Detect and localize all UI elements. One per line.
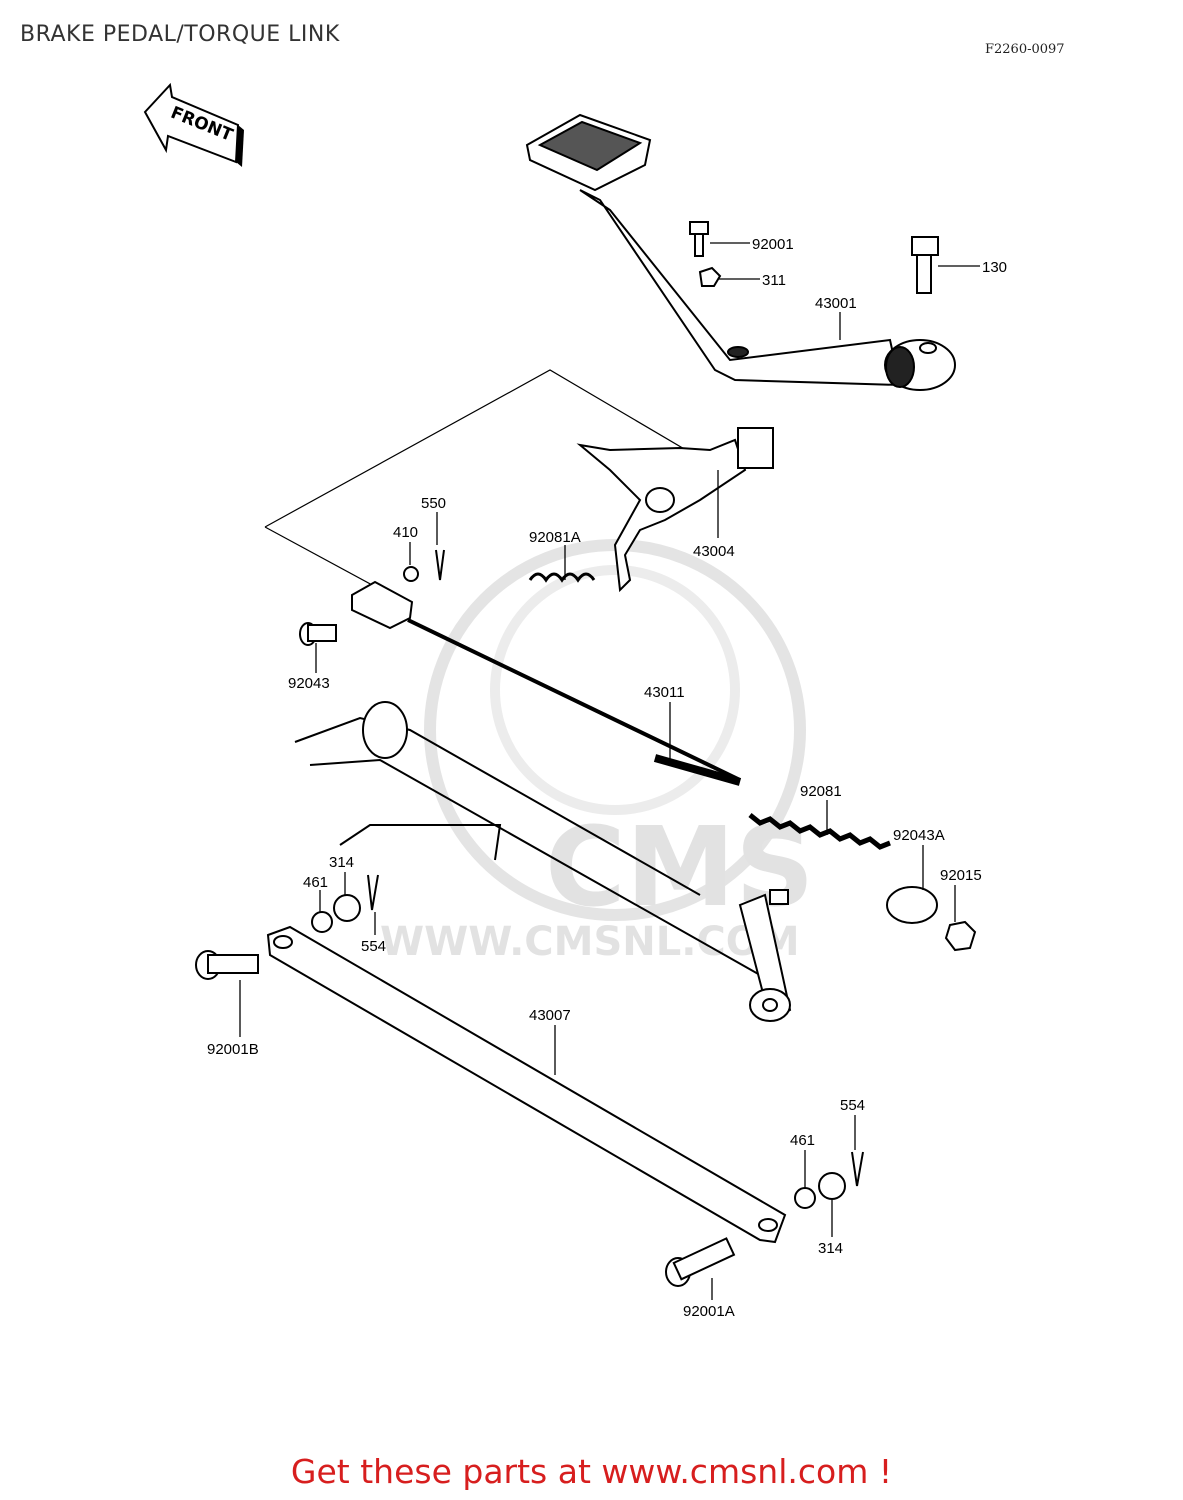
watermark-url: WWW.CMSNL.COM bbox=[380, 919, 800, 965]
nut-314-left bbox=[333, 894, 361, 922]
bolt-92001A bbox=[665, 1237, 736, 1287]
bolt-92001 bbox=[689, 221, 709, 257]
washer-410 bbox=[403, 566, 419, 582]
torque-link bbox=[266, 925, 787, 1244]
part-label: 461 bbox=[303, 874, 328, 891]
part-label: 92043A bbox=[893, 827, 945, 844]
part-label: 550 bbox=[421, 495, 446, 512]
promo-footer[interactable]: Get these parts at www.cmsnl.com ! bbox=[290, 1452, 893, 1491]
joint-92043A bbox=[886, 886, 938, 924]
part-label: 314 bbox=[329, 854, 354, 871]
watermark-brand: CMS bbox=[545, 803, 814, 931]
part-label: 92081 bbox=[800, 783, 842, 800]
assembly-plane bbox=[264, 369, 721, 528]
pin-92043 bbox=[299, 622, 337, 646]
part-label: 92001B bbox=[207, 1041, 259, 1058]
nut-92015 bbox=[944, 920, 977, 952]
part-label: 92001A bbox=[683, 1303, 735, 1320]
part-label: 43007 bbox=[529, 1007, 571, 1024]
nut-311 bbox=[698, 266, 722, 287]
washer-461-right bbox=[794, 1187, 816, 1209]
brake-rod bbox=[351, 580, 742, 786]
bolt-130 bbox=[911, 236, 939, 294]
bolt-92001B bbox=[195, 950, 259, 980]
spring-92081 bbox=[748, 813, 891, 850]
washer-461-left bbox=[311, 911, 333, 933]
part-label: 43011 bbox=[644, 684, 685, 701]
cotter-pin-554-right bbox=[851, 1151, 864, 1187]
brake-pedal bbox=[525, 113, 956, 391]
part-label: 43004 bbox=[693, 543, 735, 560]
front-arrow-icon: FRONT bbox=[143, 82, 244, 167]
nut-314-right bbox=[818, 1172, 846, 1200]
part-label: 554 bbox=[361, 938, 386, 955]
part-label: 43001 bbox=[815, 295, 857, 312]
diagram-title: BRAKE PEDAL/TORQUE LINK bbox=[20, 22, 340, 47]
part-label: 311 bbox=[762, 272, 786, 289]
part-label: 410 bbox=[393, 524, 418, 541]
brake-shaft-arm bbox=[576, 427, 774, 593]
part-label: 92015 bbox=[940, 867, 982, 884]
diagram-code: F2260-0097 bbox=[985, 42, 1065, 57]
part-label: 92043 bbox=[288, 675, 330, 692]
part-label: 461 bbox=[790, 1132, 815, 1149]
part-label: 130 bbox=[982, 259, 1007, 276]
part-label: 92001 bbox=[752, 236, 794, 253]
parts-diagram: CMS WWW.CMSNL.COM FRONT bbox=[143, 82, 1007, 1320]
cotter-pin-554-left bbox=[367, 874, 379, 911]
part-label: 554 bbox=[840, 1097, 865, 1114]
cam-lever bbox=[738, 889, 792, 1022]
spring-92081A bbox=[528, 572, 596, 583]
cotter-pin-550 bbox=[435, 549, 445, 581]
leader-lines bbox=[239, 242, 980, 1300]
part-label: 314 bbox=[818, 1240, 843, 1257]
part-label: 92081A bbox=[529, 529, 581, 546]
